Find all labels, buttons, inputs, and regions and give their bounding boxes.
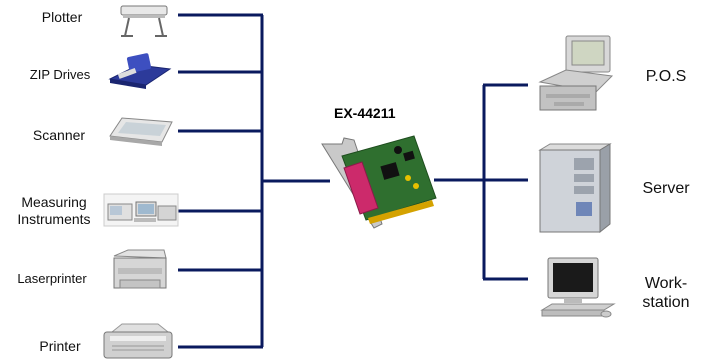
left-bus bbox=[178, 13, 330, 349]
device-label-printer: Printer bbox=[39, 338, 81, 354]
device-label-plotter: Plotter bbox=[41, 9, 83, 25]
pos-terminal-icon bbox=[538, 35, 614, 111]
laser-printer-icon bbox=[113, 249, 167, 289]
measuring-instruments-icon bbox=[103, 193, 179, 227]
device-label-pos: P.O.S bbox=[645, 68, 687, 85]
zip-drive-icon bbox=[108, 53, 172, 89]
scanner-icon bbox=[109, 117, 173, 146]
right-bus bbox=[434, 83, 528, 281]
workstation-icon bbox=[540, 257, 616, 318]
parallel-card-icon bbox=[321, 135, 437, 229]
device-label-server: Server bbox=[642, 180, 690, 197]
device-label-laserprinter: Laserprinter bbox=[17, 271, 87, 286]
printer-icon bbox=[103, 323, 173, 359]
server-tower-icon bbox=[538, 143, 612, 234]
device-label-scanner: Scanner bbox=[32, 127, 86, 143]
plotter-icon bbox=[120, 5, 168, 37]
device-label-zip-drives: ZIP Drives bbox=[29, 67, 91, 82]
card-title: EX-44211 bbox=[334, 105, 396, 121]
device-label-workstation: Work- station bbox=[642, 275, 690, 311]
device-label-measuring-instruments: Measuring Instruments bbox=[17, 194, 91, 227]
